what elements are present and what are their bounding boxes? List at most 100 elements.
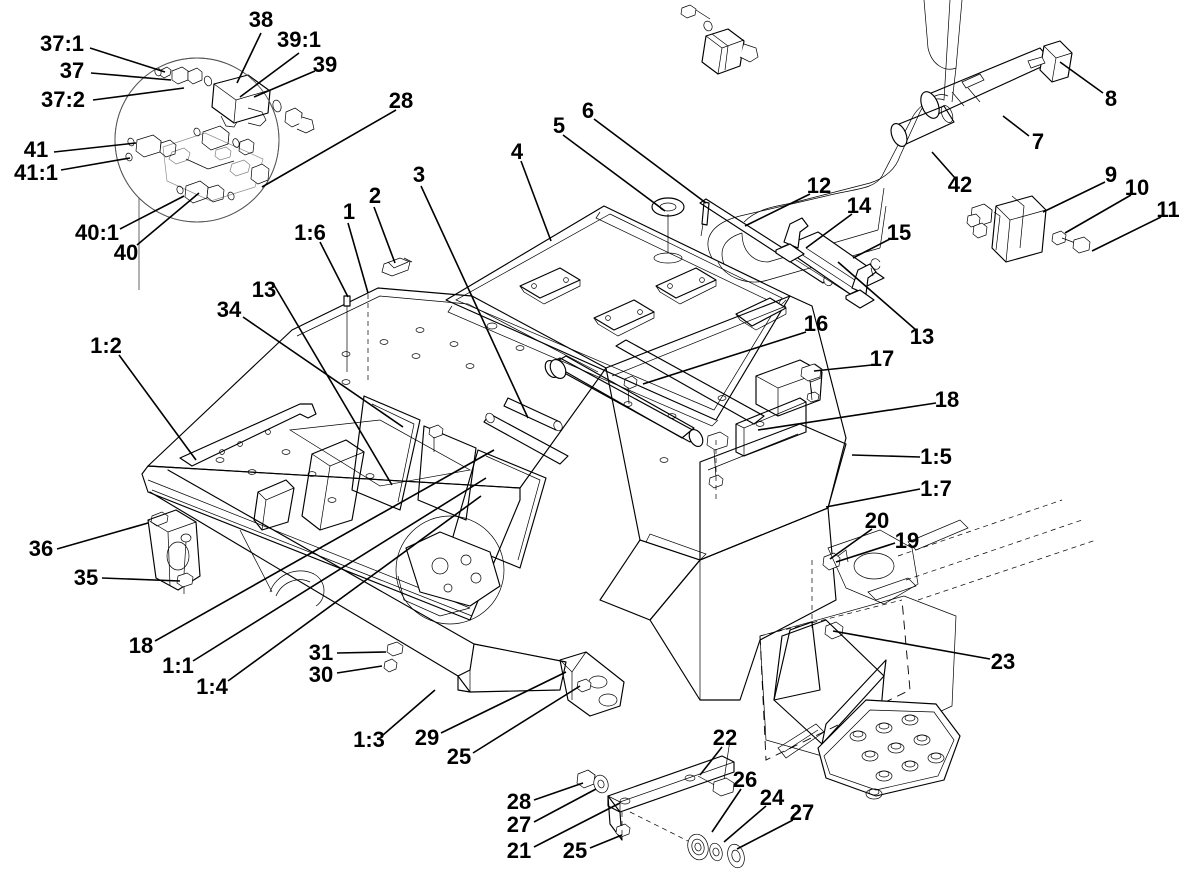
leader-line-25 [472,685,581,754]
callout-label-7: 7 [1031,129,1045,154]
deck-bolt-18 [706,431,729,500]
leader-line-23 [832,630,991,660]
leader-line-26 [711,788,742,833]
leader-line-21 [533,802,621,848]
leader-line-34 [242,316,404,428]
leader-line-2 [373,206,396,264]
fastener-30-31 [383,641,404,673]
callout-label-37: 37 [59,58,85,83]
callout-label-11: 11 [1156,197,1180,222]
callout-label-24: 24 [759,785,785,810]
leader-line-19 [835,542,896,563]
leader-line-39-1 [239,52,300,98]
callout-label-15: 15 [886,220,912,245]
leader-line-18 [757,402,937,431]
callout-leader-lines [53,32,1162,850]
leader-line-40 [136,192,200,246]
callout-label-3: 3 [412,162,426,187]
link-bar-assembly [576,739,745,869]
leader-line-13 [273,284,393,486]
leader-line-30 [336,665,383,674]
callout-label-42: 42 [947,172,973,197]
callout-label-1-1: 1:1 [162,653,194,678]
callout-label-27: 27 [506,812,532,837]
callout-label-25: 25 [446,744,472,769]
callout-label-27: 27 [789,800,815,825]
detail-fittings [125,66,315,204]
callout-label-37-2: 37:2 [40,87,86,112]
callout-label-23: 23 [990,649,1016,674]
leader-line-42 [931,151,956,179]
leader-line-24 [723,805,767,843]
muffler-assembly [890,40,1073,147]
callout-label-17: 17 [869,346,895,371]
callout-label-2: 2 [368,183,382,208]
callout-label-6: 6 [581,98,595,123]
callout-label-1: 1 [342,199,356,224]
callout-label-40-1: 40:1 [74,220,120,245]
callout-label-5: 5 [552,113,566,138]
callout-label-28: 28 [388,88,414,113]
callout-label-18: 18 [934,387,960,412]
callout-label-31: 31 [308,640,334,665]
leader-line-12 [744,193,811,227]
leader-line-10 [1064,194,1132,234]
leader-line-37 [90,72,172,81]
leader-line-37-2 [92,87,185,101]
rear-bracket-group [559,651,625,717]
callout-label-4: 4 [510,139,524,164]
leader-line-36 [56,522,149,550]
callout-label-13: 13 [909,324,935,349]
leader-line-11 [1091,216,1162,252]
callout-label-39: 39 [312,52,338,77]
leader-line-31 [336,651,387,654]
callout-label-29: 29 [414,725,440,750]
callout-label-19: 19 [894,528,920,553]
callout-label-40: 40 [113,240,139,265]
callout-label-1-7: 1:7 [920,476,952,501]
leader-line-15 [852,238,891,259]
leader-line-5 [562,134,666,212]
leader-line-1-2 [118,354,197,461]
footrest-step-assembly [759,499,1097,800]
leader-line-20 [829,528,873,560]
leader-line-6 [593,118,707,204]
callout-label-21: 21 [506,838,532,863]
fuel-tank-outline [707,0,963,283]
leader-line-17 [813,364,873,372]
callout-label-1-6: 1:6 [294,220,326,245]
leader-line-13 [837,261,917,331]
leader-line-1-3 [382,689,436,736]
leader-line-22 [699,746,723,776]
callout-label-26: 26 [732,767,758,792]
leader-line-25 [589,834,623,849]
callout-label-18: 18 [128,633,154,658]
leader-line-7 [1002,115,1030,137]
leader-line-27 [533,788,597,823]
callout-label-28: 28 [506,789,532,814]
callout-label-41: 41 [23,137,49,162]
leader-line-40-1 [119,195,185,230]
leader-line-29 [440,671,567,734]
clamp-and-bolt-group [966,195,1091,263]
callout-label-13: 13 [251,277,277,302]
leader-line-28 [261,109,397,188]
callout-label-1-2: 1:2 [90,333,122,358]
callout-label-1-5: 1:5 [920,444,952,469]
callout-label-12: 12 [806,173,832,198]
leader-line-27 [736,819,794,850]
hitch-bracket-group [147,509,201,594]
callout-label-37-1: 37:1 [39,31,85,56]
leader-line-8 [1059,61,1104,94]
leader-line-16 [642,331,807,385]
callout-label-35: 35 [73,565,99,590]
callout-label-39-1: 39:1 [276,27,322,52]
leader-line-38 [236,32,262,84]
leader-line-28 [533,782,584,801]
callout-label-16: 16 [803,311,829,336]
main-frame-chassis [141,205,847,701]
leader-line-1 [347,222,369,294]
tank-mount-bracket-group [680,4,759,75]
